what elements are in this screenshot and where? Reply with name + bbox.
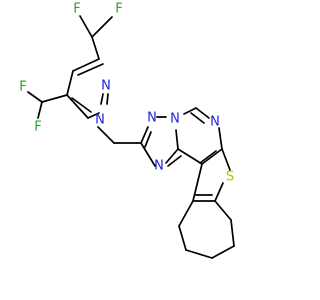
pyrazole-nitrogen-label: N: [101, 79, 111, 94]
pyrazole-nitrogen-label: N: [95, 113, 105, 128]
bond-lines: [27, 15, 235, 259]
molecule-structure: F F F F N N N N N N S: [19, 2, 235, 259]
triazole-nitrogen-label: N: [170, 112, 180, 127]
fluorine-atom-label: F: [73, 2, 80, 17]
fluorine-atom-label: F: [115, 2, 122, 17]
pyrimidine-nitrogen-label: N: [210, 115, 220, 130]
fluorine-atom-label: F: [19, 80, 26, 95]
atom-labels: F F F F N N N N N N S: [19, 2, 234, 185]
sulfur-atom-label: S: [226, 170, 234, 185]
molecule-canvas: F F F F N N N N N N S: [19, 1, 235, 259]
fluorine-atom-label: F: [34, 120, 41, 135]
triazole-nitrogen-label: N: [147, 111, 157, 126]
triazole-nitrogen-label: N: [154, 159, 164, 174]
